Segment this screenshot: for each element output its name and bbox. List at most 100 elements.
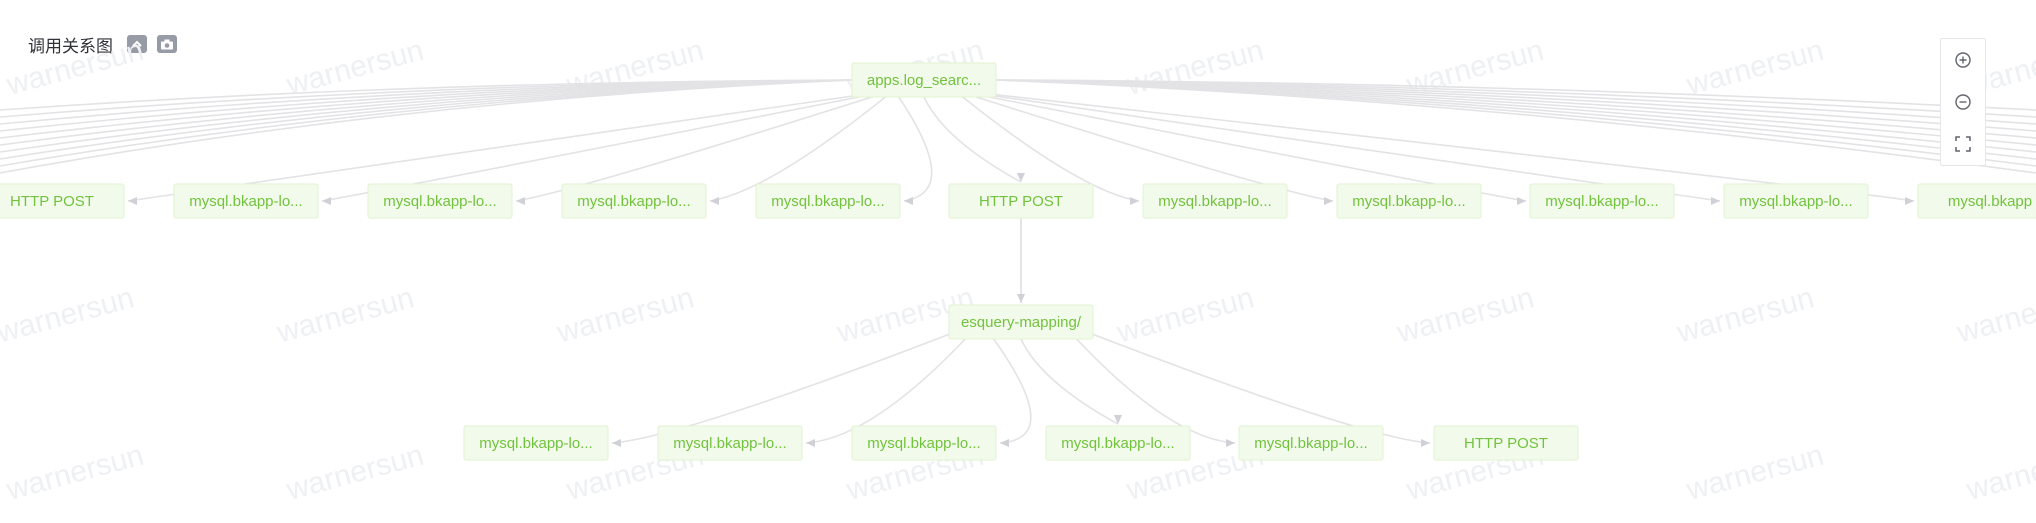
node-level1[interactable]: mysql.bkapp-lo...: [1142, 183, 1288, 219]
call-edge: [805, 321, 982, 444]
node-box: [657, 425, 803, 461]
graph-header: 调用关系图: [28, 30, 177, 58]
node-level1[interactable]: mysql.bkapp-lo...: [1529, 183, 1675, 219]
node-level3[interactable]: mysql.bkapp-lo...: [851, 425, 997, 461]
call-edge: [127, 89, 895, 202]
node-level3[interactable]: mysql.bkapp-lo...: [657, 425, 803, 461]
node-box: [173, 183, 319, 219]
node-label: mysql.bkapp-lo...: [1545, 193, 1658, 210]
watermark-text: warnersun: [2, 34, 147, 102]
zoom-controls: [1940, 38, 1986, 166]
node-box: [1529, 183, 1675, 219]
arrow-head: [516, 197, 525, 205]
arrow-head: [1421, 439, 1430, 447]
call-edge: [515, 89, 895, 202]
node-label: mysql.bkapp-lo...: [577, 193, 690, 210]
zoom-out-button[interactable]: [1948, 87, 1978, 117]
call-edge: [893, 89, 933, 202]
screenshot-button[interactable]: [157, 35, 177, 53]
node-box: [948, 183, 1094, 219]
node-label: apps.log_searc...: [867, 72, 981, 89]
watermark-text: warnersun: [0, 281, 137, 349]
node-box: [463, 425, 609, 461]
node-box: [1433, 425, 1579, 461]
watermark-text: warnersun: [282, 439, 427, 507]
watermark-text: warnersun: [1953, 281, 2036, 349]
arrow-head: [904, 197, 913, 205]
call-edge: [995, 79, 2036, 174]
node-label: mysql.bkapp-lo...: [383, 193, 496, 210]
node-label: mysql.bkapp-lo...: [1739, 193, 1852, 210]
node-box: [1917, 183, 2036, 219]
node-level2[interactable]: esquery-mapping/: [948, 304, 1094, 340]
node-level3[interactable]: mysql.bkapp-lo...: [1238, 425, 1384, 461]
node-level1[interactable]: mysql.bkapp-lo...: [173, 183, 319, 219]
watermark-text: warnersun: [1682, 439, 1827, 507]
watermark-text: warnersun: [1113, 281, 1258, 349]
node-level1[interactable]: HTTP POST: [948, 183, 1094, 219]
node-level1[interactable]: mysql.bkapp: [1917, 183, 2036, 219]
zoom-in-button[interactable]: [1948, 45, 1978, 75]
watermark-text: warnersun: [553, 281, 698, 349]
node-label: HTTP POST: [10, 193, 94, 210]
node-level1[interactable]: mysql.bkapp-lo...: [367, 183, 513, 219]
arrow-head: [710, 197, 719, 205]
watermark-text: warnersun: [1393, 281, 1538, 349]
node-level1[interactable]: mysql.bkapp-lo...: [1336, 183, 1482, 219]
node-label: mysql.bkapp-lo...: [867, 435, 980, 452]
node-level1[interactable]: mysql.bkapp-lo...: [1723, 183, 1869, 219]
node-label: HTTP POST: [979, 193, 1063, 210]
node-label: mysql.bkapp-lo...: [1061, 435, 1174, 452]
chevron-up-icon: [132, 40, 142, 47]
call-edge: [953, 89, 1915, 202]
graph-nodes: apps.log_searc... HTTP POST mysql.bkapp-lo…: [0, 62, 2036, 461]
node-level3[interactable]: mysql.bkapp-lo...: [463, 425, 609, 461]
watermark-text: warnersun: [1673, 281, 1818, 349]
node-label: mysql.bkapp-lo...: [189, 193, 302, 210]
arrow-head: [1324, 197, 1333, 205]
call-edge: [980, 321, 1032, 444]
zoom-out-icon: [1955, 94, 1971, 110]
node-box: [948, 304, 1094, 340]
node-box: [0, 183, 125, 219]
arrow-head: [1017, 294, 1025, 303]
node-box: [755, 183, 901, 219]
zoom-in-icon: [1955, 52, 1971, 68]
camera-icon: [161, 39, 173, 49]
call-edge: [611, 321, 982, 444]
arrow-head: [806, 439, 815, 447]
watermark-text: warnersun: [273, 281, 418, 349]
node-level1[interactable]: mysql.bkapp-lo...: [561, 183, 707, 219]
node-level3[interactable]: HTTP POST: [1433, 425, 1579, 461]
call-edge: [1060, 321, 1236, 444]
node-box: [851, 425, 997, 461]
arrow-head: [1114, 415, 1122, 424]
arrow-head: [1017, 173, 1025, 182]
call-edge: [953, 89, 1527, 202]
node-root[interactable]: apps.log_searc...: [851, 62, 997, 98]
fullscreen-button[interactable]: [1948, 129, 1978, 159]
arrow-head: [1000, 439, 1009, 447]
watermark-text: warnersun: [1682, 34, 1827, 102]
collapse-button[interactable]: [127, 35, 147, 53]
arrow-head: [128, 197, 137, 205]
node-label: HTTP POST: [1464, 435, 1548, 452]
node-level1[interactable]: HTTP POST: [0, 183, 125, 219]
node-box: [1723, 183, 1869, 219]
node-label: mysql.bkapp-lo...: [1352, 193, 1465, 210]
arrow-head: [1517, 197, 1526, 205]
node-box: [851, 62, 997, 98]
call-edge: [1020, 338, 1119, 425]
node-level3[interactable]: mysql.bkapp-lo...: [1045, 425, 1191, 461]
node-label: mysql.bkapp-lo...: [1158, 193, 1271, 210]
node-label: mysql.bkapp-lo...: [673, 435, 786, 452]
node-level1[interactable]: mysql.bkapp-lo...: [755, 183, 901, 219]
node-box: [1238, 425, 1384, 461]
node-label: mysql.bkapp: [1948, 193, 2032, 210]
node-label: mysql.bkapp-lo...: [1254, 435, 1367, 452]
watermark-text: warnersun: [1962, 439, 2036, 507]
call-edge: [923, 96, 1022, 183]
watermark-text: warnersun: [2, 439, 147, 507]
node-label: mysql.bkapp-lo...: [479, 435, 592, 452]
